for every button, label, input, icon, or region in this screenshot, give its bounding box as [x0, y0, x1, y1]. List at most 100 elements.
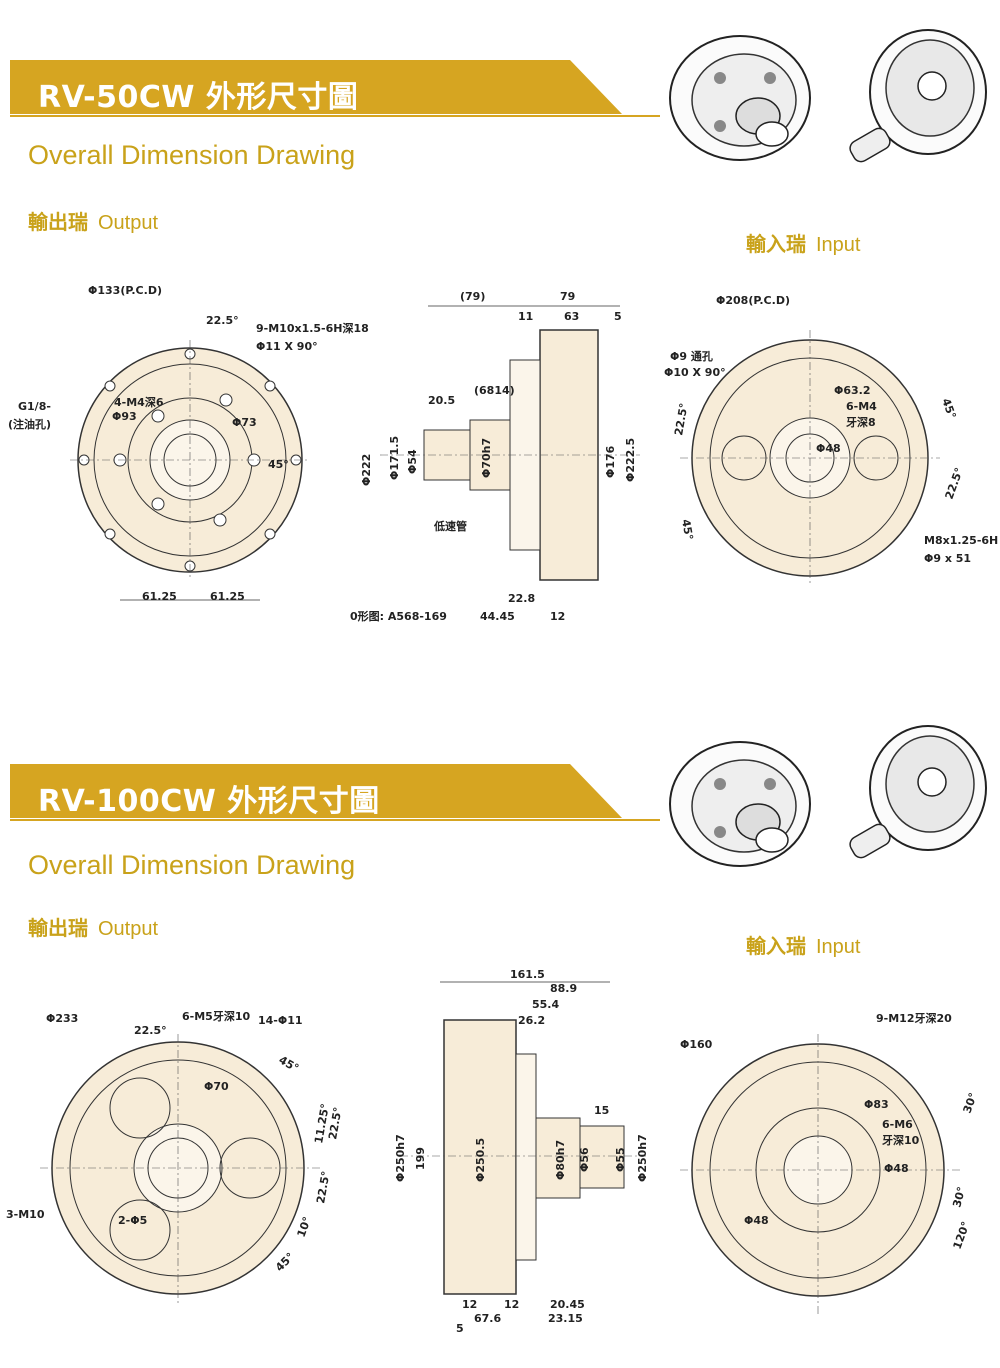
svg-text:低速管: 低速管 — [433, 519, 467, 533]
svg-text:161.5: 161.5 — [510, 968, 545, 981]
svg-text:Φ54: Φ54 — [406, 449, 419, 474]
svg-text:20.5: 20.5 — [428, 394, 455, 407]
section-banner: RV-50CW 外形尺寸圖 — [10, 60, 660, 118]
svg-text:2-Φ5: 2-Φ5 — [118, 1214, 147, 1227]
svg-text:61.25: 61.25 — [210, 590, 245, 603]
section-rv100cw: RV-100CW 外形尺寸圖 Overall Dimension Drawing… — [0, 684, 1000, 1368]
svg-text:Φ250h7: Φ250h7 — [636, 1134, 649, 1182]
product-photo-back — [849, 29, 987, 163]
section-rv50cw: RV-50CW 外形尺寸圖 Overall Dimension Drawing … — [8, 29, 998, 623]
svg-text:45°: 45° — [268, 458, 289, 471]
section-title: RV-100CW 外形尺寸圖 — [38, 784, 380, 819]
svg-text:G1/8-: G1/8- — [18, 400, 51, 413]
svg-text:9-M10x1.5-6H深18: 9-M10x1.5-6H深18 — [256, 321, 369, 335]
svg-text:23.15: 23.15 — [548, 1312, 583, 1325]
svg-text:12: 12 — [504, 1298, 519, 1311]
svg-text:Φ9 通孔: Φ9 通孔 — [670, 350, 713, 363]
svg-text:22.8: 22.8 — [508, 592, 535, 605]
svg-text:Φ171.5: Φ171.5 — [388, 436, 401, 480]
svg-text:牙深10: 牙深10 — [882, 1133, 920, 1147]
svg-text:44.45: 44.45 — [480, 610, 515, 623]
svg-text:22.5°: 22.5° — [314, 1170, 332, 1204]
svg-text:Φ176: Φ176 — [604, 445, 617, 478]
product-photo-front — [669, 35, 811, 161]
svg-text:Φ70: Φ70 — [204, 1080, 229, 1093]
svg-text:Φ48: Φ48 — [884, 1162, 909, 1175]
section-title: RV-50CW 外形尺寸圖 — [38, 80, 359, 115]
svg-text:12: 12 — [550, 610, 565, 623]
svg-text:(79): (79) — [460, 290, 485, 303]
svg-text:Φ222.5: Φ222.5 — [624, 438, 637, 482]
svg-text:Φ83: Φ83 — [864, 1098, 889, 1111]
svg-text:22.5°: 22.5° — [134, 1024, 167, 1037]
svg-text:Φ48: Φ48 — [816, 442, 841, 455]
input-face-drawing: Φ208(P.C.D) Φ9 通孔 Φ10 X 90° Φ63.2 6-M4 牙… — [664, 294, 998, 586]
svg-text:Φ10 X 90°: Φ10 X 90° — [664, 366, 726, 379]
svg-text:45°: 45° — [273, 1250, 297, 1274]
svg-text:5: 5 — [614, 310, 622, 323]
svg-text:Φ11 X 90°: Φ11 X 90° — [256, 340, 318, 353]
svg-text:22.5°: 22.5° — [206, 314, 239, 327]
svg-text:Φ93: Φ93 — [112, 410, 137, 423]
output-face-drawing: Φ233 22.5° 6-M5牙深10 14-Φ11 45° Φ70 22.5°… — [6, 1009, 345, 1304]
svg-text:Φ63.2: Φ63.2 — [834, 384, 871, 397]
svg-text:Φ48: Φ48 — [744, 1214, 769, 1227]
svg-text:Φ250h7: Φ250h7 — [394, 1134, 407, 1182]
svg-text:M8x1.25-6H: M8x1.25-6H — [924, 534, 998, 547]
svg-text:30°: 30° — [950, 1185, 968, 1208]
svg-text:Φ80h7: Φ80h7 — [554, 1140, 567, 1180]
svg-text:9-M12牙深20: 9-M12牙深20 — [876, 1011, 952, 1025]
svg-text:79: 79 — [560, 290, 575, 303]
svg-text:(注油孔): (注油孔) — [8, 417, 51, 431]
svg-text:Φ73: Φ73 — [232, 416, 257, 429]
svg-text:45°: 45° — [277, 1053, 302, 1075]
section-banner: RV-100CW 外形尺寸圖 — [10, 764, 660, 822]
svg-text:22.5°: 22.5° — [672, 402, 690, 436]
svg-text:11: 11 — [518, 310, 533, 323]
svg-text:61.25: 61.25 — [142, 590, 177, 603]
svg-text:0形图: A568-169: 0形图: A568-169 — [350, 610, 447, 623]
svg-text:45°: 45° — [679, 518, 695, 541]
svg-text:30°: 30° — [961, 1091, 980, 1115]
svg-text:67.6: 67.6 — [474, 1312, 501, 1325]
svg-text:6-M6: 6-M6 — [882, 1118, 913, 1131]
svg-text:88.9: 88.9 — [550, 982, 577, 995]
svg-text:55.4: 55.4 — [532, 998, 559, 1011]
svg-text:Φ208(P.C.D): Φ208(P.C.D) — [716, 294, 790, 307]
output-face-drawing: Φ133(P.C.D) 22.5° 9-M10x1.5-6H深18 Φ11 X … — [8, 284, 369, 603]
svg-text:3-M10: 3-M10 — [6, 1208, 45, 1221]
svg-text:10°: 10° — [295, 1215, 314, 1239]
svg-text:20.45: 20.45 — [550, 1298, 585, 1311]
svg-text:22.5°: 22.5° — [943, 466, 966, 501]
input-face-drawing: Φ160 9-M12牙深20 Φ83 6-M6 牙深10 Φ48 Φ48 30°… — [680, 1011, 980, 1314]
svg-text:26.2: 26.2 — [518, 1014, 545, 1027]
svg-text:5: 5 — [456, 1322, 464, 1335]
side-view-drawing: (79) 79 11 63 5 20.5 (6814) Φ222 Φ171.5 … — [350, 290, 640, 623]
svg-text:6-M5牙深10: 6-M5牙深10 — [182, 1009, 250, 1023]
svg-text:15: 15 — [594, 1104, 609, 1117]
svg-text:63: 63 — [564, 310, 579, 323]
section-subtitle: Overall Dimension Drawing — [28, 140, 356, 170]
svg-text:Φ233: Φ233 — [46, 1012, 78, 1025]
svg-text:22.5°: 22.5° — [326, 1106, 344, 1140]
svg-text:(6814): (6814) — [474, 384, 515, 397]
svg-text:4-M4深6: 4-M4深6 — [114, 395, 164, 409]
svg-text:199: 199 — [414, 1147, 427, 1170]
svg-text:14-Φ11: 14-Φ11 — [258, 1014, 303, 1027]
section-subtitle: Overall Dimension Drawing — [28, 850, 356, 880]
svg-text:牙深8: 牙深8 — [846, 415, 876, 429]
svg-text:Φ55: Φ55 — [614, 1147, 627, 1172]
svg-text:120°: 120° — [951, 1220, 973, 1251]
svg-text:Φ9 x 51: Φ9 x 51 — [924, 552, 971, 565]
svg-text:Φ250.5: Φ250.5 — [474, 1138, 487, 1182]
svg-text:Φ56: Φ56 — [578, 1147, 591, 1172]
svg-text:45°: 45° — [939, 397, 958, 421]
product-photo-front — [669, 741, 811, 867]
svg-text:12: 12 — [462, 1298, 477, 1311]
svg-text:6-M4: 6-M4 — [846, 400, 877, 413]
side-view-drawing: 161.5 88.9 55.4 26.2 15 Φ250h7 199 Φ250.… — [394, 968, 649, 1335]
